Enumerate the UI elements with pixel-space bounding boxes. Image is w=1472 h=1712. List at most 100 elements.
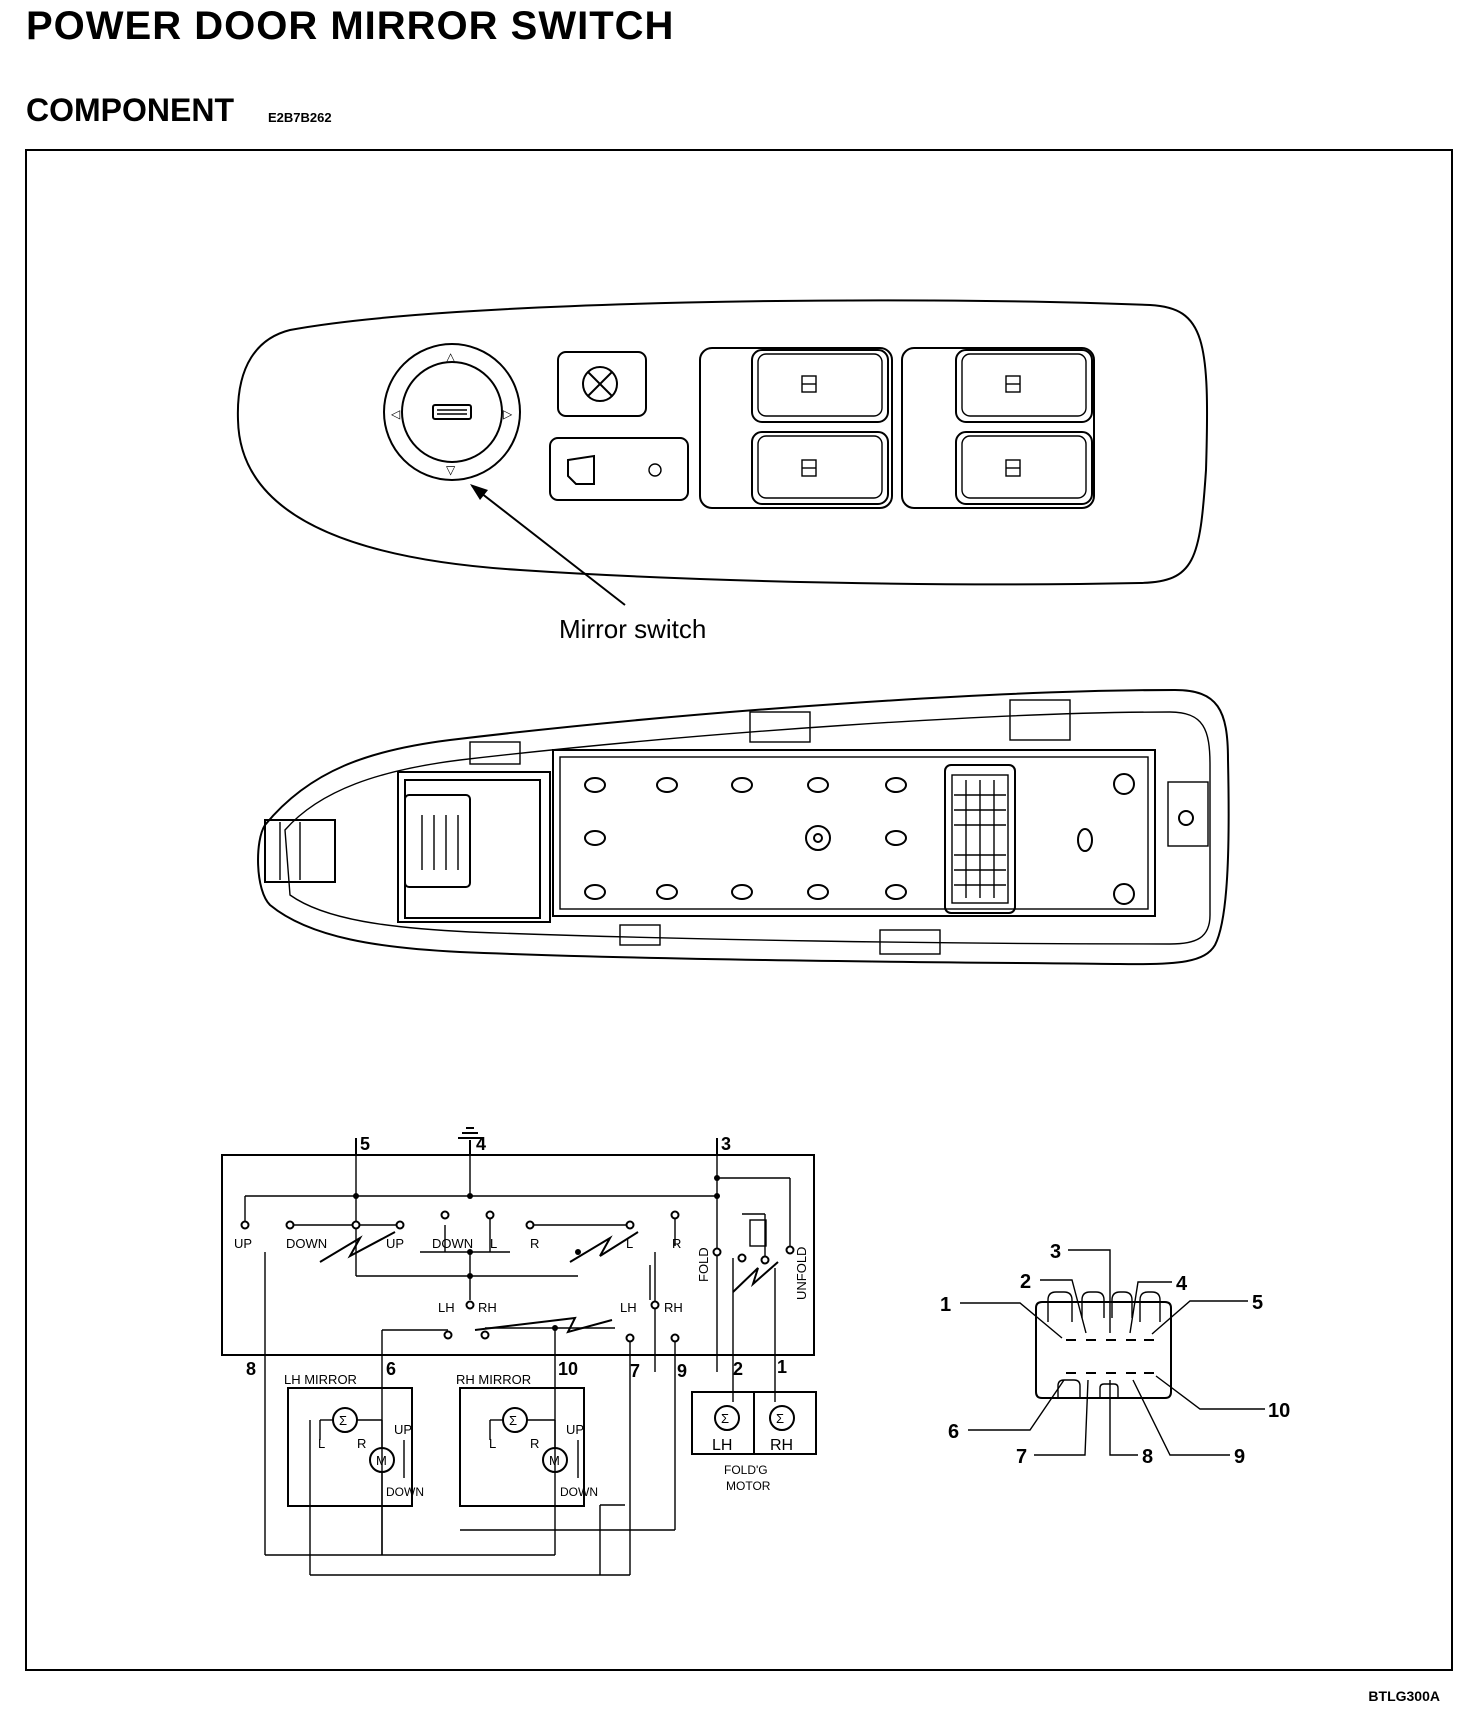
label-l-2: L	[626, 1236, 633, 1251]
label-fold: FOLD	[696, 1247, 711, 1282]
ground-symbol	[458, 1127, 482, 1139]
pin-5-label: 5	[360, 1134, 370, 1154]
mirror-connector-socket	[397, 771, 551, 923]
switch-actuator-select	[474, 1316, 613, 1334]
figure-code: BTLG300A	[1368, 1688, 1440, 1704]
window-lock-button[interactable]	[557, 351, 647, 417]
lh-mirror-label: LH MIRROR	[284, 1372, 357, 1387]
lh-mirror-down: DOWN	[386, 1485, 424, 1499]
lh-mirror-up: UP	[394, 1422, 412, 1437]
svg-text:M: M	[549, 1453, 560, 1468]
arrow-up-icon: △	[446, 350, 456, 364]
pin-8-label: 8	[246, 1359, 256, 1379]
housing-outline	[257, 688, 1230, 966]
page-title: POWER DOOR MIRROR SWITCH	[26, 4, 675, 48]
arrow-right-icon: ▷	[503, 407, 513, 421]
callout-leader-line	[471, 485, 626, 606]
mirror-switch-callout: Mirror switch	[559, 614, 706, 644]
arrow-down-icon: ▽	[446, 463, 456, 477]
conn-pin-2: 2	[1020, 1271, 1031, 1293]
connector-pinout: 1 2 3 4 5 6 7 8 9 10	[940, 1241, 1290, 1468]
pcb-plate	[552, 749, 1156, 917]
fold-motor-lh-icon	[714, 1405, 740, 1431]
rh-mirror-down: DOWN	[560, 1485, 598, 1499]
conn-pin-3: 3	[1050, 1241, 1061, 1263]
lock-x-icon	[582, 366, 618, 402]
pin-3-label: 3	[721, 1134, 731, 1154]
conn-pin-4: 4	[1176, 1273, 1188, 1295]
label-l-1: L	[490, 1236, 497, 1251]
window-switch-rear-left[interactable]	[955, 349, 1093, 423]
window-switch-group-rear	[901, 347, 1095, 509]
pin-6-label: 6	[386, 1359, 396, 1379]
label-unfold: UNFOLD	[794, 1247, 809, 1300]
label-up-2: UP	[386, 1236, 404, 1251]
switch-schematic: 5 4 3	[221, 1127, 817, 1576]
connector-body	[1035, 1301, 1172, 1399]
label-up-1: UP	[234, 1236, 252, 1251]
label-r-1: R	[530, 1236, 539, 1251]
switch-top-view: △ ▽ ◁ ▷	[236, 299, 1209, 644]
label-lh-1: LH	[438, 1300, 455, 1315]
switch-panel-outline	[236, 299, 1209, 586]
label-lh-2: LH	[620, 1300, 637, 1315]
window-switch-group-front	[699, 347, 893, 509]
mirror-fold-button[interactable]	[549, 437, 689, 501]
pin-9-label: 9	[677, 1361, 687, 1381]
conn-pin-10: 10	[1268, 1400, 1290, 1422]
label-r-2: R	[672, 1236, 681, 1251]
conn-pin-9: 9	[1234, 1446, 1245, 1468]
folding-motor-assembly: Σ Σ LH RH FOLD'G MOTOR	[691, 1391, 817, 1493]
rh-mirror-up: UP	[566, 1422, 584, 1437]
svg-text:Σ: Σ	[339, 1413, 347, 1428]
fold-motor-rh: RH	[770, 1437, 793, 1454]
lh-mirror-assembly: LH MIRROR Σ M L R UP DOWN	[284, 1372, 424, 1555]
conn-pin-5: 5	[1252, 1292, 1263, 1314]
lh-mirror-l: L	[318, 1436, 325, 1451]
lh-mirror-r: R	[357, 1436, 366, 1451]
rh-mirror-label: RH MIRROR	[456, 1372, 531, 1387]
figure-frame	[25, 149, 1453, 1671]
pin-7-label: 7	[630, 1361, 640, 1381]
rh-mirror-r: R	[530, 1436, 539, 1451]
fold-motor-label-1: FOLD'G	[724, 1463, 768, 1477]
callout-arrowhead	[470, 484, 488, 500]
fold-motor-lh: LH	[712, 1437, 732, 1454]
svg-text:Σ: Σ	[721, 1411, 729, 1426]
door-icon	[567, 454, 595, 485]
label-down-1: DOWN	[286, 1236, 327, 1251]
window-switch-rear-right[interactable]	[955, 431, 1093, 505]
conn-pin-8: 8	[1142, 1446, 1153, 1468]
pin-1-label: 1	[777, 1357, 787, 1377]
switch-actuator-updown	[319, 1231, 396, 1263]
rh-mirror-assembly: RH MIRROR Σ M L R UP DOWN	[456, 1372, 598, 1507]
switch-actuator-lr	[569, 1231, 639, 1263]
mounting-holes	[584, 773, 1135, 905]
window-switch-driver[interactable]	[751, 349, 889, 423]
conn-pin-1: 1	[940, 1294, 951, 1316]
pin-2-label: 2	[733, 1359, 743, 1379]
switch-contacts	[240, 1210, 795, 1343]
mirror-switch-knob[interactable]: △ ▽ ◁ ▷	[383, 343, 521, 481]
arrow-left-icon: ◁	[391, 407, 401, 421]
pin-4-label: 4	[476, 1134, 486, 1154]
svg-text:Σ: Σ	[776, 1411, 784, 1426]
label-down-2: DOWN	[432, 1236, 473, 1251]
switch-bottom-view	[257, 688, 1230, 966]
pin-10-label: 10	[558, 1359, 578, 1379]
indicator-icon	[648, 463, 662, 477]
label-rh-1: RH	[478, 1300, 497, 1315]
svg-text:Σ: Σ	[509, 1413, 517, 1428]
label-rh-2: RH	[664, 1300, 683, 1315]
svg-text:M: M	[376, 1453, 387, 1468]
fold-motor-label-2: MOTOR	[726, 1479, 771, 1493]
rh-mirror-l: L	[489, 1436, 496, 1451]
switch-actuator-fold	[732, 1261, 779, 1293]
main-connector	[944, 764, 1016, 914]
conn-pin-7: 7	[1016, 1446, 1027, 1468]
mirror-connector	[404, 794, 471, 888]
section-code: E2B7B262	[268, 110, 332, 125]
window-switch-passenger[interactable]	[751, 431, 889, 505]
conn-pin-6: 6	[948, 1421, 959, 1443]
